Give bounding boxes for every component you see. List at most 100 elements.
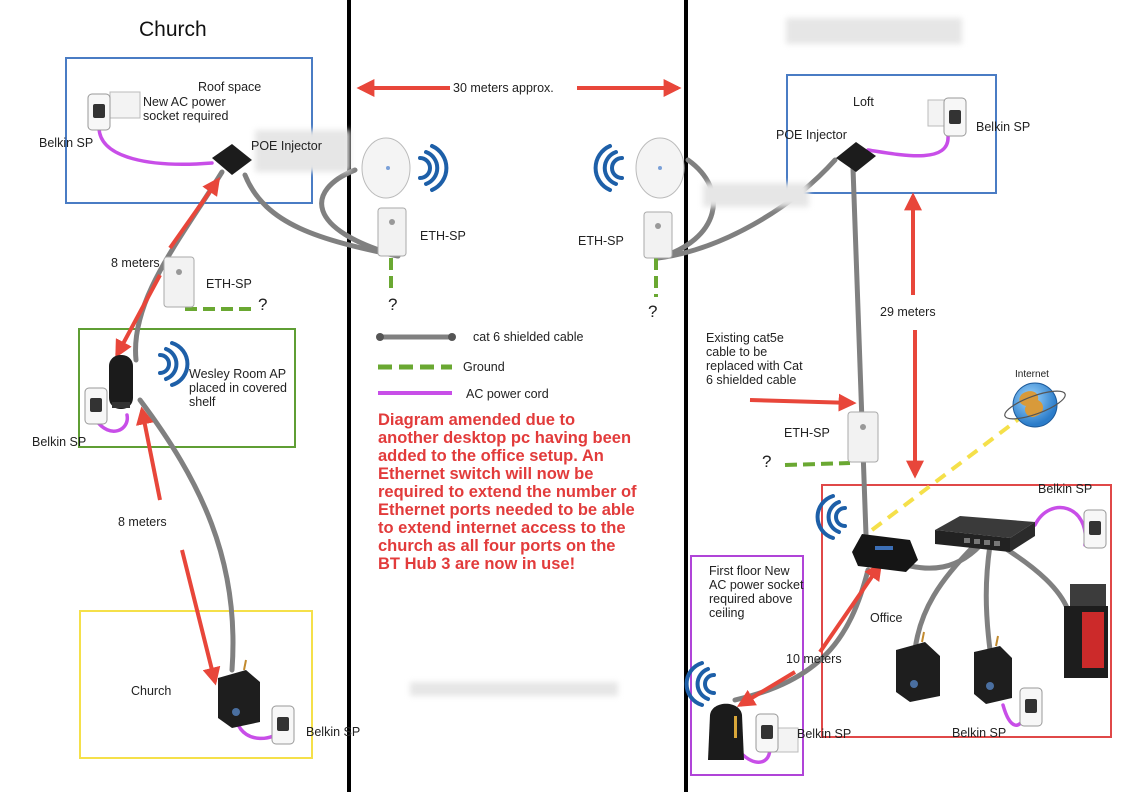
legend-cat6-end-right [448, 333, 456, 341]
ap-body [109, 355, 133, 409]
router-body [852, 534, 918, 572]
bridge-dish-left [361, 137, 411, 199]
poe-body [836, 142, 876, 172]
desktop-pc-office-1 [896, 631, 940, 702]
belkin-plug-face [1025, 699, 1037, 713]
belkin-first-floor [755, 713, 799, 753]
ap-body [708, 703, 744, 760]
label-roof-space: Roof space [198, 80, 262, 94]
arrow-8-bottom-down [180, 549, 221, 686]
wall-socket-plate [109, 91, 141, 119]
eth-sp-logo [655, 223, 661, 229]
label-poe-left: POE Injector [251, 139, 322, 153]
belkin-plug-face [277, 717, 289, 731]
wifi-icon-first-floor [684, 661, 716, 707]
label-belkin-roof: Belkin SP [39, 136, 94, 150]
router-led [875, 546, 893, 550]
belkin-wesley [84, 387, 108, 425]
label-eth-sp-church: ETH-SP [206, 277, 252, 291]
switch-side [1010, 522, 1035, 552]
desktop-pc-office-2 [974, 635, 1012, 704]
cable-poe-to-bridge-left [242, 172, 401, 259]
label-eth-sp-bridge-left: ETH-SP [420, 229, 466, 243]
label-twentynine-meters: 29 meters [880, 305, 936, 319]
label-belkin-office: Belkin SP [952, 726, 1007, 740]
belkin-switch [1083, 509, 1107, 549]
arrow-10-down [736, 670, 797, 707]
belkin-church-pc [271, 705, 295, 745]
label-eight-meters-top: 8 meters [111, 256, 160, 270]
dish-led [386, 166, 390, 170]
cable-switch-to-pc1 [912, 542, 978, 653]
first-floor-box [690, 555, 804, 776]
label-q-bridge-left: ? [388, 295, 398, 314]
switch-port-3 [984, 540, 990, 545]
legend-ground-label: Ground [463, 360, 505, 374]
legend-lines [376, 333, 456, 395]
belkin-loft [927, 97, 967, 137]
arrow-8-bottom-up [135, 406, 162, 501]
belkin-office [1019, 687, 1043, 727]
label-distance-30: 30 meters approx. [453, 81, 554, 95]
globe-land [1019, 391, 1044, 418]
cable-switch-to-printer [997, 542, 1071, 613]
cable-poe-to-office [850, 165, 869, 538]
eth-sp-logo [389, 219, 395, 225]
dish-led [658, 166, 662, 170]
switch-front [935, 530, 1010, 552]
switch-port-2 [974, 539, 980, 544]
label-loft: Loft [853, 95, 874, 109]
belkin-plug-face [761, 725, 773, 739]
ac-roof [97, 126, 214, 166]
pc-logo [910, 680, 918, 688]
label-eth-sp-office: ETH-SP [784, 426, 830, 440]
pc-tower [218, 670, 260, 728]
belkin-roof [87, 91, 141, 131]
cable-switch-to-pc2 [983, 542, 993, 653]
pc-antenna [995, 635, 999, 647]
belkin-plug-face [1089, 521, 1101, 535]
legend-ac-label: AC power cord [466, 387, 549, 401]
redacted-label-left [255, 130, 350, 172]
ac-loft [866, 134, 950, 158]
label-new-ac-church: New AC power socket required [143, 95, 229, 123]
label-eight-meters-bottom: 8 meters [118, 515, 167, 529]
eth-sp-church [163, 256, 195, 308]
label-belkin-first-floor: Belkin SP [797, 727, 852, 741]
loft-box [786, 74, 997, 194]
label-q-bridge-right: ? [648, 302, 658, 321]
first-floor-access-point [708, 703, 744, 760]
ground-office [784, 461, 851, 467]
pc-antenna [921, 631, 925, 643]
cable-dish-to-eth-right [655, 157, 716, 261]
office-box [821, 484, 1112, 738]
eth-sp-body [643, 211, 673, 259]
label-wesley-room: Wesley Room AP placed in covered shelf [189, 367, 287, 409]
belkin-plug-face [90, 398, 102, 412]
label-office: Office [870, 611, 903, 625]
label-belkin-loft: Belkin SP [976, 120, 1031, 134]
amendment-note: Diagram amended due to another desktop p… [378, 411, 637, 573]
ac-switch [1033, 505, 1088, 547]
pc-antenna [243, 659, 247, 671]
belkin-plug-face [93, 104, 105, 118]
church-site-title: Church [139, 18, 207, 41]
label-belkin-switch: Belkin SP [1038, 482, 1093, 496]
label-church-room: Church [131, 684, 172, 698]
switch-port-4 [994, 541, 1000, 546]
arrow-8-top-down [115, 274, 162, 359]
poe-injector-right [836, 142, 876, 172]
bridge-dish-right [635, 137, 685, 199]
arrow-existing-cable [749, 393, 857, 412]
eth-sp-logo [176, 269, 182, 275]
wifi-icon-bridge-left [418, 144, 449, 192]
pc-tower [896, 642, 940, 702]
wifi-icon-wesley [158, 341, 190, 387]
internet-globe [1004, 382, 1066, 428]
arrow-10-up [818, 562, 883, 654]
switch-port-1 [964, 538, 970, 543]
belkin-plug-face [949, 110, 961, 124]
switch-top [935, 516, 1035, 538]
eth-sp-bridge-right [643, 211, 673, 259]
eth-sp-logo [860, 424, 866, 430]
